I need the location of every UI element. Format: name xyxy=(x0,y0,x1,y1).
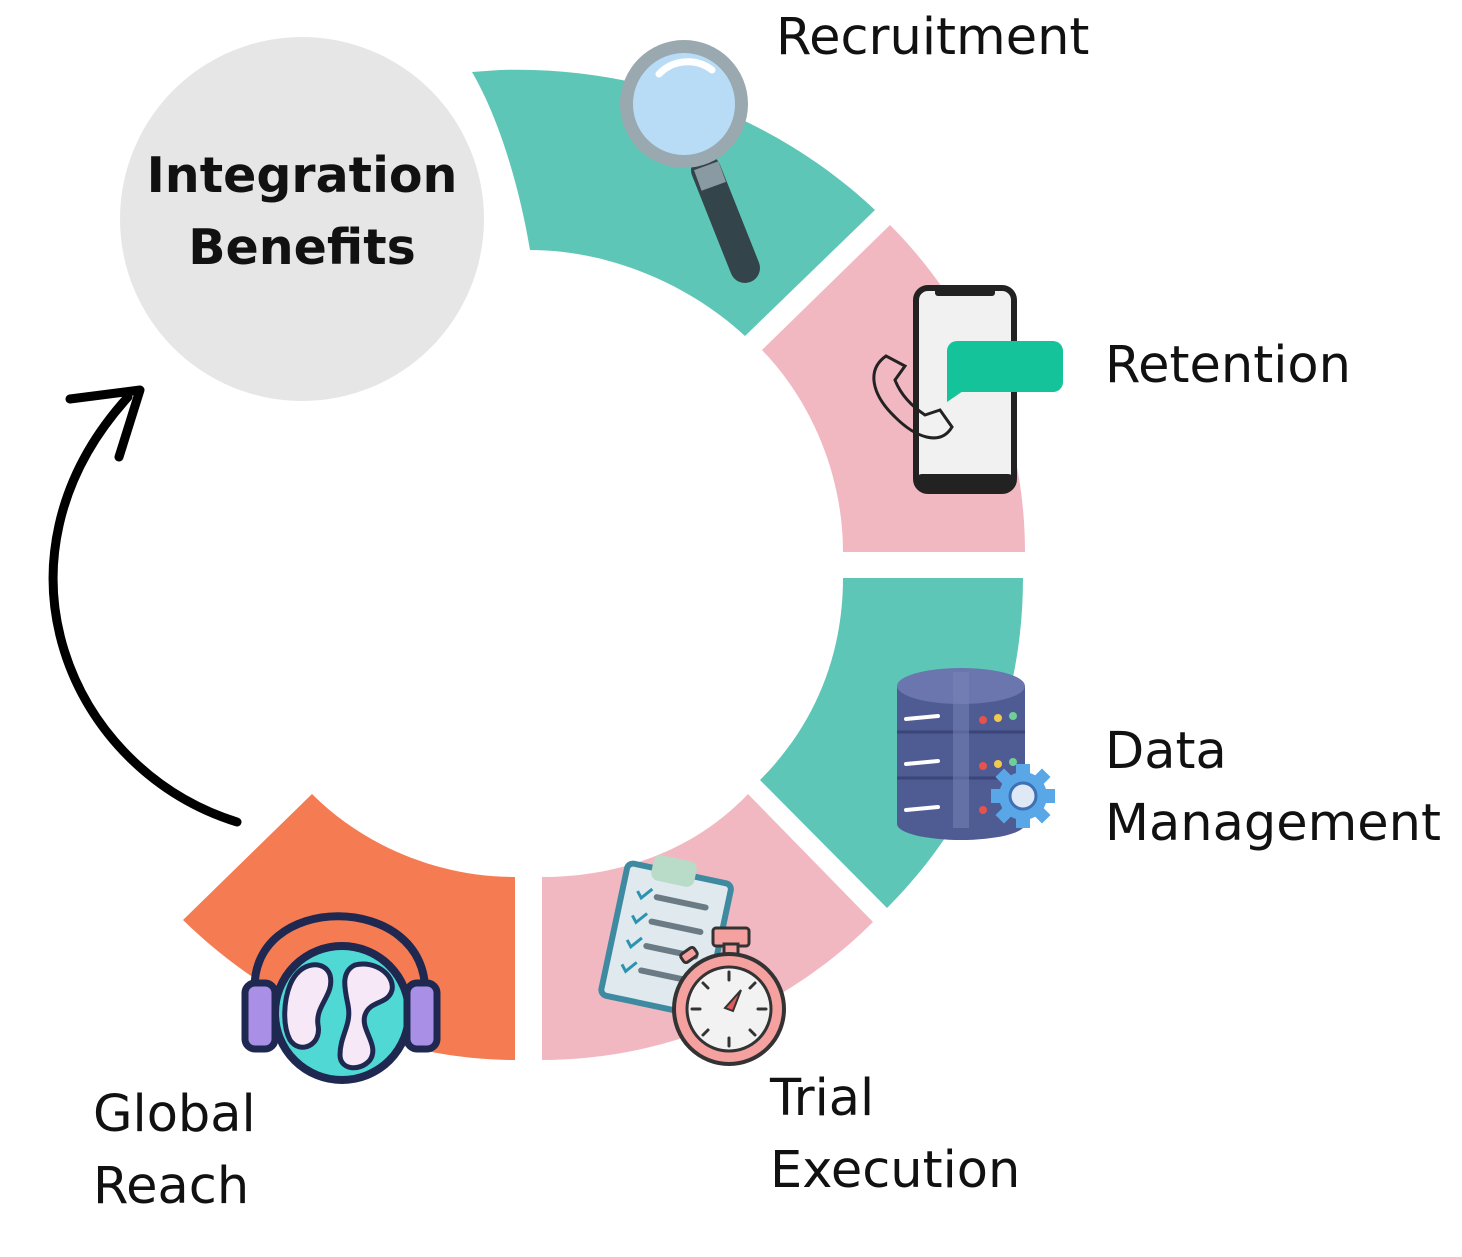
label-trial-execution-line-2: Execution xyxy=(770,1141,1021,1200)
database-gear-icon xyxy=(897,668,1055,840)
clipboard-stopwatch-icon xyxy=(598,855,786,1066)
magnifying-glass-icon xyxy=(620,40,760,283)
label-global-reach-line-2: Reach xyxy=(93,1157,250,1216)
label-retention-line-1: Retention xyxy=(1105,336,1351,395)
phone-chat-icon xyxy=(872,285,1063,494)
label-trial-execution-line-1: Trial xyxy=(770,1069,875,1128)
label-global-reach: Global Reach xyxy=(93,1079,256,1223)
label-global-reach-line-1: Global xyxy=(93,1085,256,1144)
center-title: Integration Benefits xyxy=(120,140,484,284)
label-data-management-line-2: Management xyxy=(1105,794,1441,853)
center-circle xyxy=(120,37,484,401)
label-data-management: Data Management xyxy=(1105,716,1441,860)
segment-recruitment xyxy=(472,69,875,336)
label-data-management-line-1: Data xyxy=(1105,722,1227,781)
center-title-line-2: Benefits xyxy=(188,219,416,276)
cycle-arrow xyxy=(48,385,242,827)
center-title-line-1: Integration xyxy=(146,147,458,204)
label-recruitment-line-1: Recruitment xyxy=(776,8,1090,67)
segment-data-management xyxy=(760,578,1023,908)
label-retention: Retention xyxy=(1105,330,1351,402)
globe-headphones-icon xyxy=(241,912,441,1084)
label-trial-execution: Trial Execution xyxy=(770,1063,1020,1207)
label-recruitment: Recruitment xyxy=(776,2,1089,74)
